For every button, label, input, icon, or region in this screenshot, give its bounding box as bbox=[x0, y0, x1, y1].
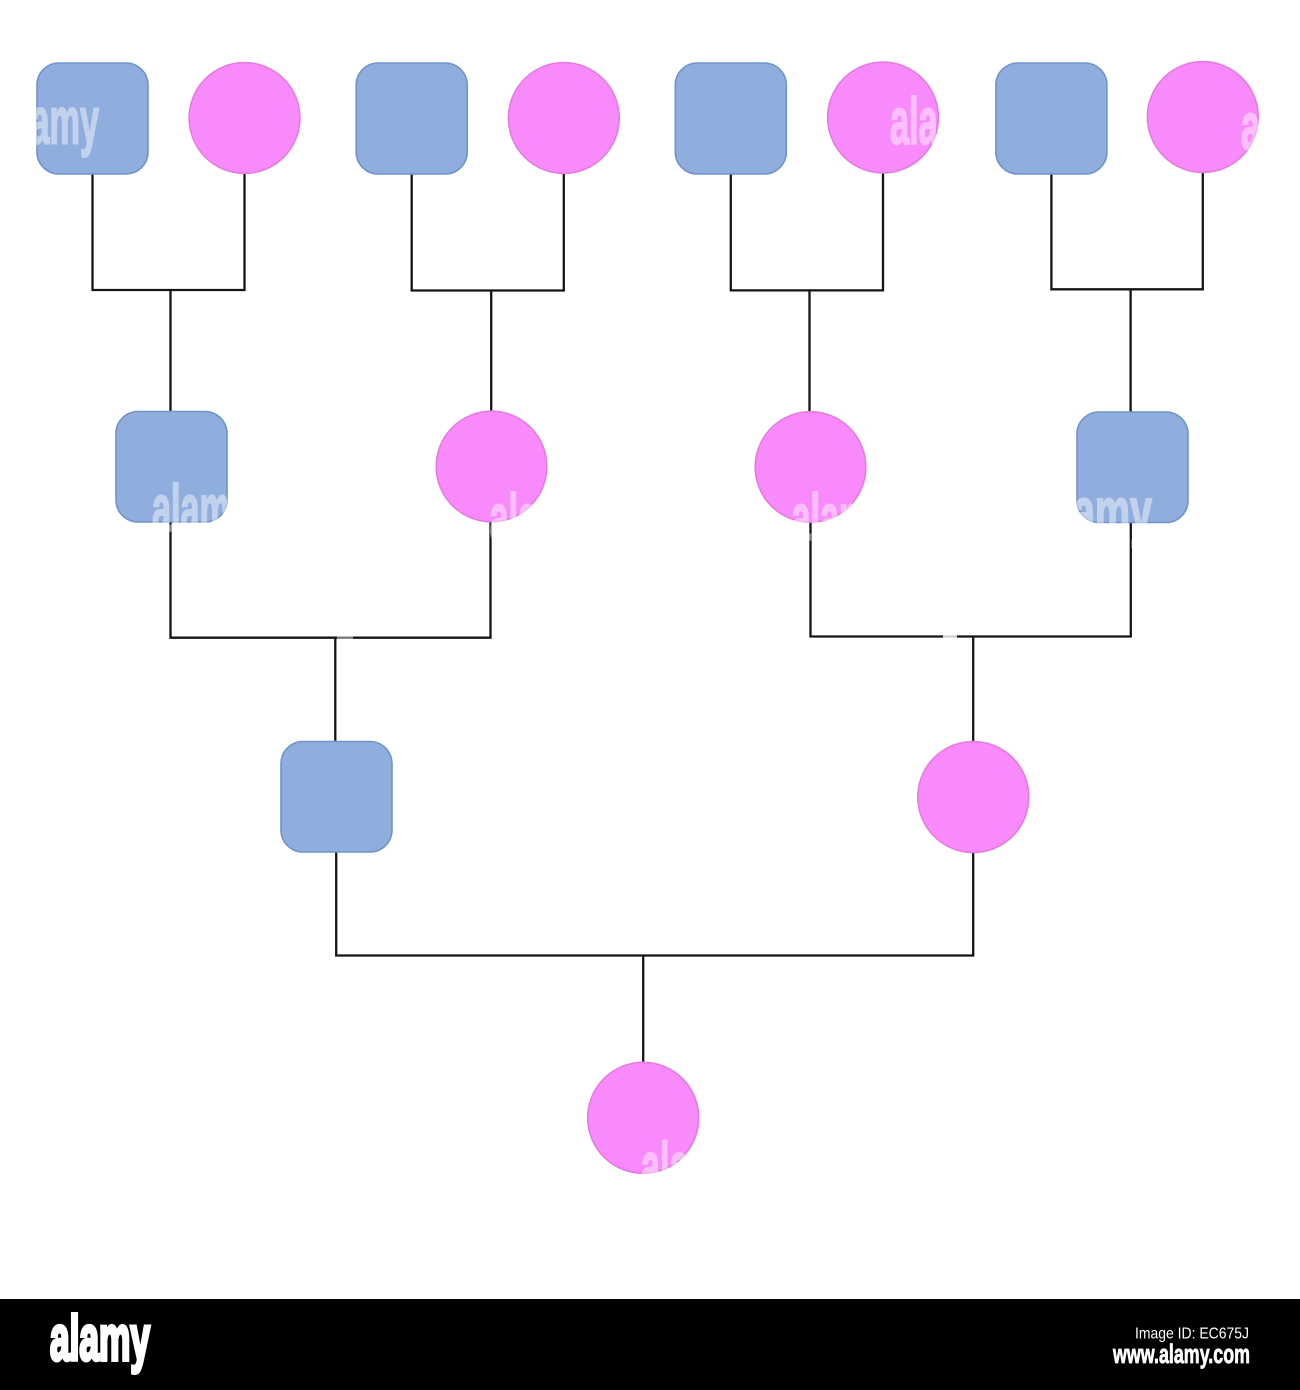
svg-text:alamy: alamy bbox=[641, 1129, 738, 1203]
svg-text:alamy: alamy bbox=[890, 84, 987, 158]
svg-text:alamy: alamy bbox=[1040, 474, 1152, 548]
svg-text:alamy: alamy bbox=[792, 480, 889, 554]
svg-text:alamy: alamy bbox=[50, 1304, 150, 1374]
svg-text:www.alamy.com: www.alamy.com bbox=[1112, 1339, 1250, 1369]
svg-text:Image ID: EC675J: Image ID: EC675J bbox=[1135, 1326, 1249, 1343]
svg-text:alamy: alamy bbox=[1241, 89, 1300, 163]
svg-text:alamy: alamy bbox=[152, 471, 249, 545]
svg-text:alamy: alamy bbox=[490, 480, 587, 554]
svg-text:alamy: alamy bbox=[2, 84, 99, 158]
